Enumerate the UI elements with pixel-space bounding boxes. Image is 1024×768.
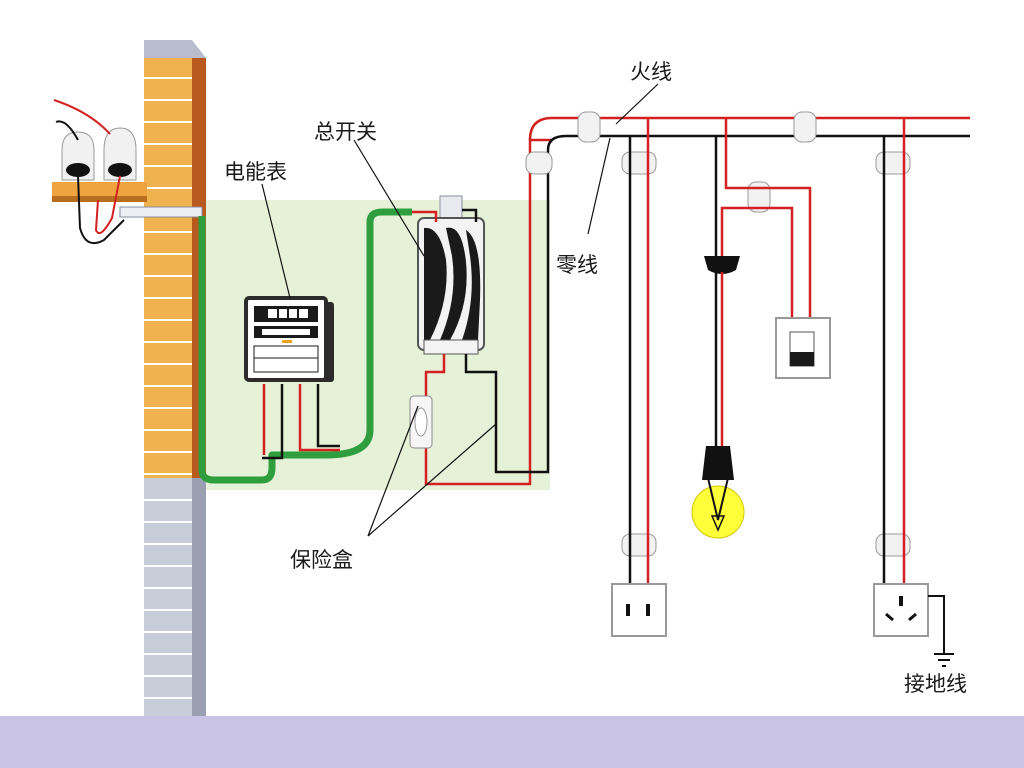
switch-in-black <box>462 208 478 222</box>
lamp-ceiling-rose <box>704 256 740 274</box>
wall-entry-tube <box>119 206 203 218</box>
switch-in-red <box>412 210 438 222</box>
meter-wire-black-1 <box>262 384 284 460</box>
wall-lower-gray <box>144 478 192 716</box>
light-switch <box>775 317 831 379</box>
building-wall <box>144 40 206 716</box>
main-switch-label: 总开关 <box>314 120 377 144</box>
fuse-box-label: 保险盒 <box>290 548 353 572</box>
service-cable <box>198 208 412 484</box>
overhead-wire-black <box>55 120 79 141</box>
bracket-shelf-shadow <box>52 196 147 202</box>
neutral-wire-label: 零线 <box>556 253 598 277</box>
leader-lines <box>261 83 659 537</box>
electric-meter <box>244 296 334 382</box>
entry-insulator-bracket <box>52 99 203 244</box>
main-switch <box>417 195 485 355</box>
drop-wire-black <box>77 175 125 244</box>
drop-wire-red <box>94 175 121 234</box>
overhead-wire-red <box>53 99 111 135</box>
ground-symbol <box>928 595 954 667</box>
three-pin-socket <box>873 583 929 637</box>
lamp-live-to-switch <box>724 118 812 318</box>
neutral-line <box>546 134 970 168</box>
meter-wire-black-2 <box>316 384 340 448</box>
two-pin-socket <box>611 583 667 637</box>
ground-wire-label: 接地线 <box>904 672 967 696</box>
meter-wire-red-2 <box>298 384 340 452</box>
bracket-shelf <box>52 182 147 196</box>
meter-label: 电能表 <box>224 160 287 184</box>
light-bulb <box>691 446 745 539</box>
fuse-box <box>409 395 433 449</box>
live-wire-label: 火线 <box>630 60 672 84</box>
footer-band <box>0 716 1024 768</box>
wall-top <box>144 40 206 58</box>
lamp-return <box>720 206 794 318</box>
live-line <box>528 116 970 141</box>
distribution-lines <box>528 116 970 168</box>
